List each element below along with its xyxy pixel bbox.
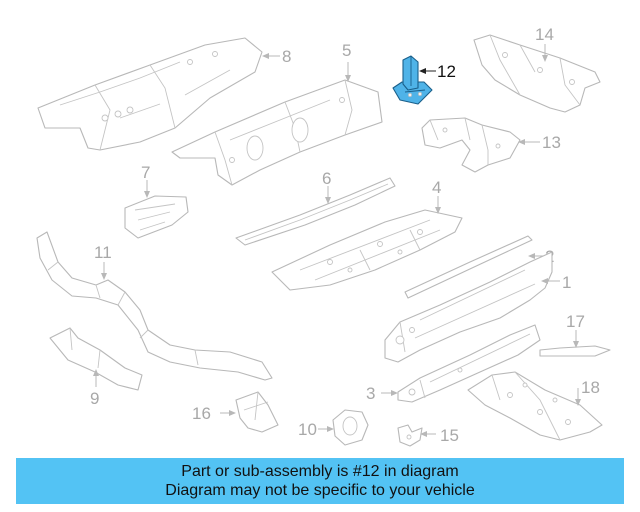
info-banner: Part or sub-assembly is #12 in diagram D…	[16, 458, 624, 504]
part-4-floor-pan[interactable]	[271, 209, 463, 291]
part-13-cross-member[interactable]	[421, 117, 521, 173]
part-16-bracket[interactable]	[235, 391, 279, 433]
part-11-front-side-member[interactable]	[36, 231, 273, 381]
part-5-center-floor-panel[interactable]	[171, 79, 383, 186]
banner-line-part-info: Part or sub-assembly is #12 in diagram	[181, 463, 459, 480]
callout-13: 13	[518, 133, 561, 152]
callout-label-1: 1	[562, 273, 571, 292]
part-12-bracket-highlighted[interactable]	[392, 55, 433, 105]
part-18-rear-floor-plate[interactable]	[467, 371, 603, 441]
callout-7: 7	[141, 163, 150, 198]
callout-17: 17	[566, 312, 585, 348]
callout-18: 18	[575, 378, 600, 406]
part-3-rocker-reinforcement[interactable]	[397, 324, 541, 403]
callout-label-3: 3	[366, 384, 375, 403]
callout-10: 10	[298, 420, 334, 439]
callout-label-17: 17	[566, 312, 585, 331]
callout-3: 3	[366, 384, 398, 403]
part-6-reinforcement[interactable]	[235, 177, 396, 246]
callout-6: 6	[322, 169, 331, 204]
callout-label-4: 4	[432, 178, 441, 197]
part-8-front-floor-tunnel[interactable]	[37, 37, 263, 151]
callout-11: 11	[94, 243, 112, 280]
callout-label-7: 7	[141, 163, 150, 182]
callout-9: 9	[90, 369, 99, 408]
callout-14: 14	[535, 25, 554, 62]
callout-15: 15	[420, 426, 459, 445]
part-9-reinforcement[interactable]	[49, 327, 143, 391]
callout-16: 16	[192, 404, 236, 423]
callout-label-18: 18	[581, 378, 600, 397]
part-7-bracket[interactable]	[124, 195, 189, 239]
callout-label-12: 12	[437, 62, 456, 81]
callout-label-16: 16	[192, 404, 211, 423]
callout-4: 4	[432, 178, 441, 214]
callout-8: 8	[262, 47, 291, 66]
part-14-rear-side-member[interactable]	[473, 34, 601, 113]
callout-5: 5	[342, 41, 351, 82]
callout-12: 12	[419, 62, 456, 81]
callout-label-5: 5	[342, 41, 351, 60]
callout-label-11: 11	[94, 243, 112, 262]
callout-label-14: 14	[535, 25, 554, 44]
callout-label-6: 6	[322, 169, 331, 188]
callout-label-10: 10	[298, 420, 317, 439]
banner-line-disclaimer: Diagram may not be specific to your vehi…	[165, 482, 475, 499]
callout-label-13: 13	[542, 133, 561, 152]
part-17-strip[interactable]	[539, 345, 611, 357]
exploded-parts-diagram: 8 5 12 14 13	[36, 25, 611, 447]
part-15-bracket[interactable]	[397, 424, 423, 447]
part-1-side-sill[interactable]	[384, 251, 553, 363]
callout-label-9: 9	[90, 389, 99, 408]
part-10-bracket[interactable]	[332, 409, 369, 446]
callout-label-8: 8	[282, 47, 291, 66]
callout-1: 1	[541, 273, 571, 292]
part-2-sill-strip[interactable]	[404, 235, 533, 299]
callout-label-15: 15	[440, 426, 459, 445]
